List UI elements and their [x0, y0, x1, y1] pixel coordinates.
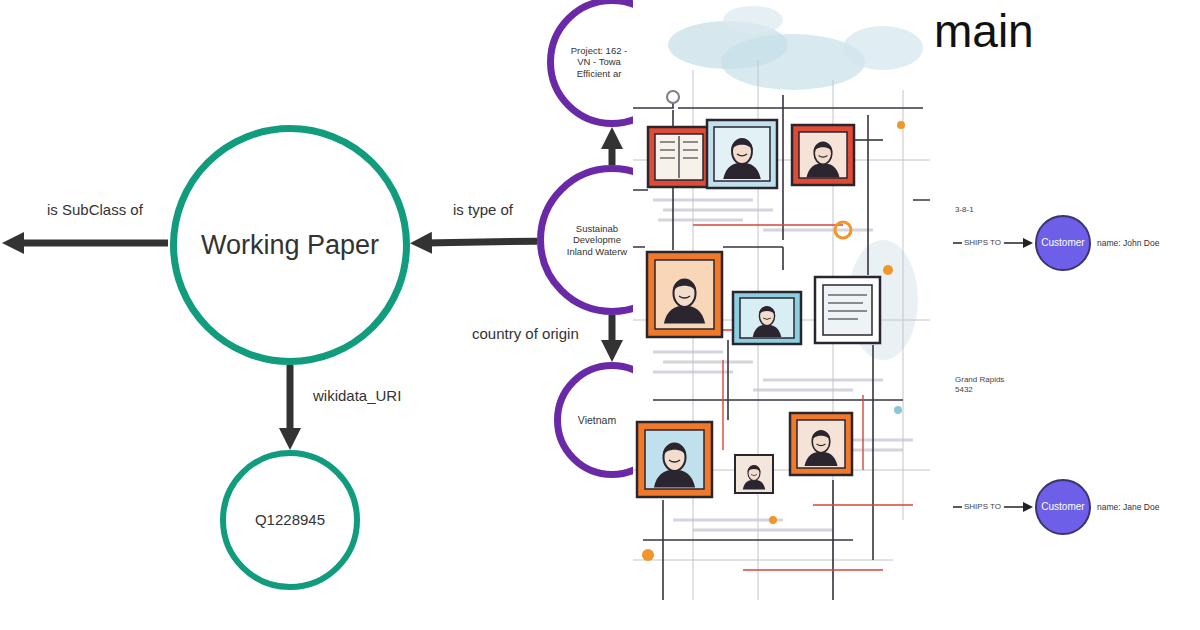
relation-label: country of origin — [472, 326, 579, 343]
picture-frame — [648, 127, 710, 187]
picture-inner — [799, 132, 847, 178]
relation-label: is type of — [453, 202, 513, 219]
circuit-line — [854, 139, 883, 141]
picture-frame — [647, 252, 722, 337]
relation-label: wikidata_URI — [313, 388, 401, 405]
portrait — [807, 142, 840, 177]
picture-inner — [655, 260, 714, 329]
cloud — [721, 34, 865, 90]
picture-frame — [792, 125, 854, 185]
node-circle — [223, 453, 357, 587]
illustration-background — [633, 0, 930, 630]
property-text: 5432 — [955, 386, 973, 395]
orange-dot — [897, 121, 905, 129]
relationship-line — [953, 242, 962, 244]
portrait — [664, 280, 705, 324]
picture-inner — [645, 430, 704, 489]
relationship-arrow — [1004, 242, 1025, 244]
identifier-node: Q1228945 — [220, 450, 360, 590]
graph-node: Customername: Jane Doe — [1035, 479, 1091, 535]
relation-arrow — [287, 365, 294, 436]
class-node: Working Paper — [170, 125, 410, 365]
orange-dot — [883, 265, 893, 275]
node-property: name: Jane Doe — [1097, 498, 1200, 516]
picture-frame — [637, 422, 712, 497]
circuit-node — [835, 222, 851, 238]
picture-frame — [733, 292, 801, 344]
node-label: Sustainab Developme Inland Waterw — [563, 210, 631, 270]
cloud — [723, 6, 783, 34]
portrait — [805, 431, 838, 466]
picture-inner — [740, 298, 794, 338]
picture-frame — [815, 277, 880, 343]
illustration — [633, 0, 930, 630]
book-page — [655, 134, 703, 180]
node-circle — [1036, 480, 1090, 534]
picture-frame — [790, 413, 852, 475]
picture-frame — [735, 455, 773, 493]
graph-node: Customername: John Doe — [1035, 215, 1091, 271]
relation-arrow — [424, 241, 537, 243]
node-label: Customer — [1035, 479, 1091, 535]
node-label: Project: 162 - VN - Towa Efficient ar — [567, 32, 631, 92]
picture-frame — [707, 120, 777, 188]
node-circle — [1036, 216, 1090, 270]
document-lines — [828, 295, 867, 319]
circuit-node — [667, 91, 679, 103]
document-page — [823, 285, 872, 335]
cloud — [843, 26, 923, 70]
red-wire — [653, 225, 913, 570]
relationship-arrow — [1004, 506, 1025, 508]
relation-label: is SubClass of — [47, 202, 143, 219]
portrait — [743, 466, 766, 490]
portrait — [753, 307, 782, 337]
node-label: Q1228945 — [235, 500, 345, 540]
property-text: Grand Rapids — [955, 376, 1004, 385]
blue-dot — [894, 406, 902, 414]
property-text: SHIPS TO — [964, 503, 1001, 512]
orange-dot — [769, 516, 777, 524]
subclass-arrow — [16, 240, 168, 247]
picture-inner — [714, 127, 770, 181]
node-label: Customer — [1035, 215, 1091, 271]
property-text: 3-8-1 — [955, 206, 974, 215]
portrait — [654, 444, 695, 488]
node-property: name: John Doe — [1097, 234, 1200, 252]
page-title: main — [934, 6, 1034, 57]
thin-lines — [633, 60, 930, 600]
relationship-line — [953, 506, 962, 508]
orange-dot — [642, 549, 654, 561]
property-text: SHIPS TO — [964, 239, 1001, 248]
grid-line — [633, 60, 930, 600]
book-lines — [660, 136, 698, 178]
node-label: Working Paper — [200, 195, 380, 295]
circuit-lines — [633, 95, 930, 600]
relation-arrow — [609, 315, 616, 348]
node-label: Vietnam — [564, 402, 630, 438]
picture-inner — [797, 420, 845, 468]
node-circle — [174, 129, 407, 362]
red-wires — [653, 225, 913, 570]
portrait — [723, 139, 761, 179]
circuit-line — [633, 95, 930, 600]
relation-arrow — [609, 141, 616, 165]
